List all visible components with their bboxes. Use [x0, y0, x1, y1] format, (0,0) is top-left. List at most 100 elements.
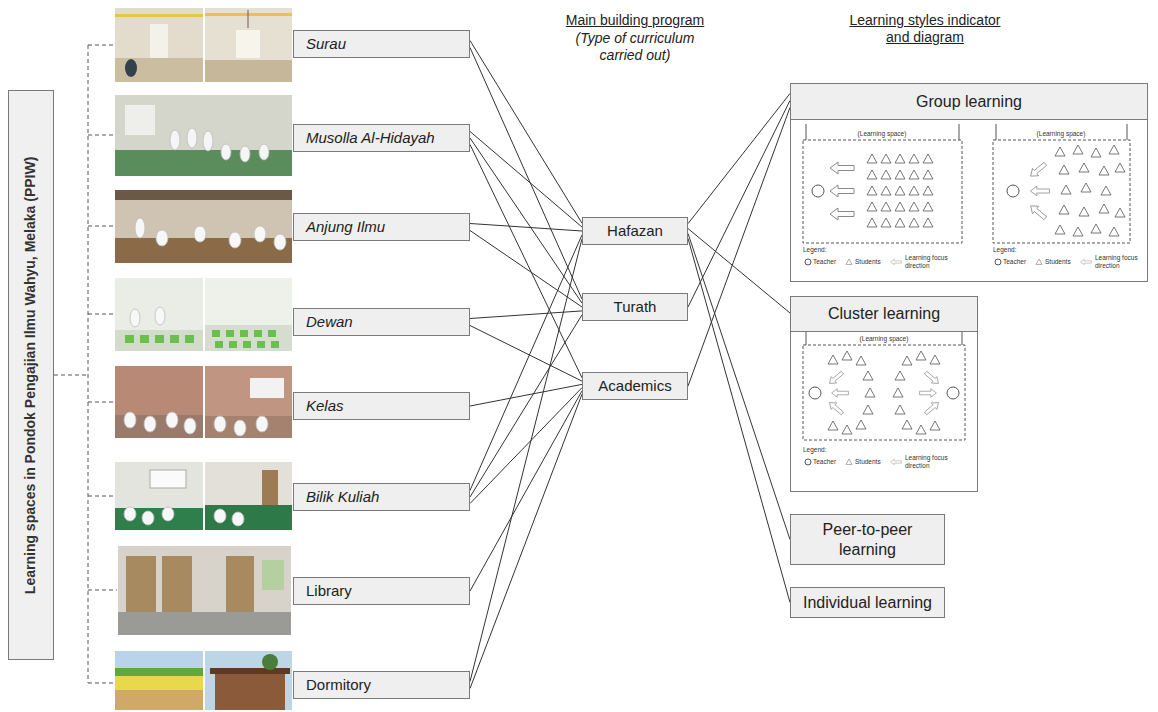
- door-mark: [806, 124, 959, 140]
- bracket-line: [88, 590, 117, 591]
- photo: [205, 651, 292, 710]
- photo-chair: [226, 330, 234, 337]
- photo-person: [124, 507, 136, 521]
- photo-chair: [254, 330, 262, 337]
- connector-line: [470, 239, 582, 682]
- photo-door: [236, 30, 260, 58]
- photo-person: [124, 412, 136, 428]
- bracket-line: [88, 314, 114, 315]
- column-heading: Learning styles indicator and diagram: [842, 12, 1008, 46]
- teacher-symbol: [809, 387, 821, 399]
- photo-building: [215, 672, 285, 710]
- bracket-line: [88, 45, 114, 46]
- label-holder: (Learning space): [844, 335, 924, 343]
- style-box: Peer-to-peer learning: [790, 514, 945, 565]
- photo-person: [194, 226, 206, 242]
- student-symbols: [1055, 145, 1125, 236]
- photo-shelf: [162, 556, 192, 612]
- space-box: Bilik Kuliah: [293, 483, 470, 511]
- label-holder: (Learning space): [842, 130, 922, 138]
- photo-person: [254, 226, 266, 242]
- space-box: Dewan: [293, 308, 470, 336]
- photo-person: [234, 420, 246, 436]
- box-label: Dewan: [306, 313, 353, 331]
- bracket-line: [88, 226, 114, 227]
- photo-chair: [125, 335, 134, 343]
- bracket-line: [88, 496, 114, 497]
- teacher-symbol: [947, 387, 959, 399]
- style-panel: Group learning: [790, 83, 1148, 282]
- legend-student: [846, 459, 852, 464]
- teacher-symbol: [1007, 185, 1019, 197]
- space-box: Library: [293, 577, 470, 605]
- label-holder: Learning styles indicator and diagram: [842, 12, 1008, 46]
- legend-text: Learning focus direction: [905, 454, 953, 470]
- connector-line: [470, 235, 582, 491]
- label-holder: Learning focus direction: [905, 254, 953, 270]
- space-box: Surau: [293, 30, 470, 58]
- legend-text: Learning focus direction: [1095, 254, 1143, 270]
- photo-chair: [212, 330, 220, 337]
- photo-floor: [115, 330, 203, 351]
- legend-student: [846, 259, 852, 264]
- legend-arrow: [891, 259, 902, 264]
- photo-chair: [140, 335, 149, 343]
- photo-chair: [257, 341, 265, 348]
- focus-arrow: [920, 389, 937, 397]
- photo-chair: [215, 341, 223, 348]
- box-label: Anjung Ilmu: [306, 218, 385, 236]
- photo-person: [229, 232, 241, 248]
- space-box: Anjung Ilmu: [293, 213, 470, 241]
- space-box: Musolla Al-Hidayah: [293, 124, 470, 152]
- focus-arrow: [832, 389, 849, 397]
- photo: [205, 366, 292, 438]
- photo-chair: [243, 341, 251, 348]
- photo: [115, 278, 203, 351]
- photo-floor: [205, 60, 292, 82]
- connector-line: [470, 315, 582, 497]
- photo-palm: [262, 654, 278, 670]
- learning-space-outline: [993, 140, 1130, 243]
- photo-window: [125, 105, 155, 135]
- focus-arrow: [830, 185, 854, 197]
- photo-door: [150, 24, 168, 58]
- photo-chair: [170, 335, 179, 343]
- photo-window: [262, 560, 284, 590]
- space-box: Kelas: [293, 392, 470, 420]
- legend-teacher: [805, 259, 811, 265]
- photo-board: [150, 470, 186, 488]
- label-holder: Students: [855, 458, 887, 466]
- legend-text: Teacher: [1003, 258, 1035, 266]
- door-mark: [996, 124, 1127, 140]
- focus-arrow: [830, 162, 854, 174]
- connector-line: [470, 394, 582, 688]
- connector-line: [470, 231, 582, 308]
- photo-chair: [268, 330, 276, 337]
- focus-arrow: [923, 399, 941, 416]
- photo-person: [232, 512, 244, 526]
- focus-arrow: [1028, 202, 1049, 222]
- connector-line: [470, 138, 582, 303]
- legend-text: Students: [855, 258, 887, 266]
- connector-line: [688, 108, 790, 387]
- legend-text: Students: [1045, 258, 1077, 266]
- connector-line: [470, 391, 582, 591]
- legend-teacher: [995, 259, 1001, 265]
- box-label: Musolla Al-Hidayah: [306, 129, 435, 147]
- connector-line: [688, 238, 790, 602]
- student-symbols: [828, 351, 940, 434]
- photo-person: [214, 509, 226, 523]
- legend-text: Teacher: [813, 458, 845, 466]
- connector-line: [688, 233, 790, 539]
- legend-text: Learning focus direction: [905, 254, 953, 270]
- photo-person: [259, 144, 269, 160]
- photo: [205, 462, 292, 530]
- photo-board: [250, 378, 284, 398]
- legend-teacher: [805, 459, 811, 465]
- photo-floor: [115, 238, 292, 263]
- label-holder: Legend:: [803, 446, 843, 454]
- bracket-line: [88, 135, 114, 136]
- photo-building: [115, 668, 203, 710]
- connector-line: [470, 41, 582, 224]
- focus-arrow: [827, 399, 845, 416]
